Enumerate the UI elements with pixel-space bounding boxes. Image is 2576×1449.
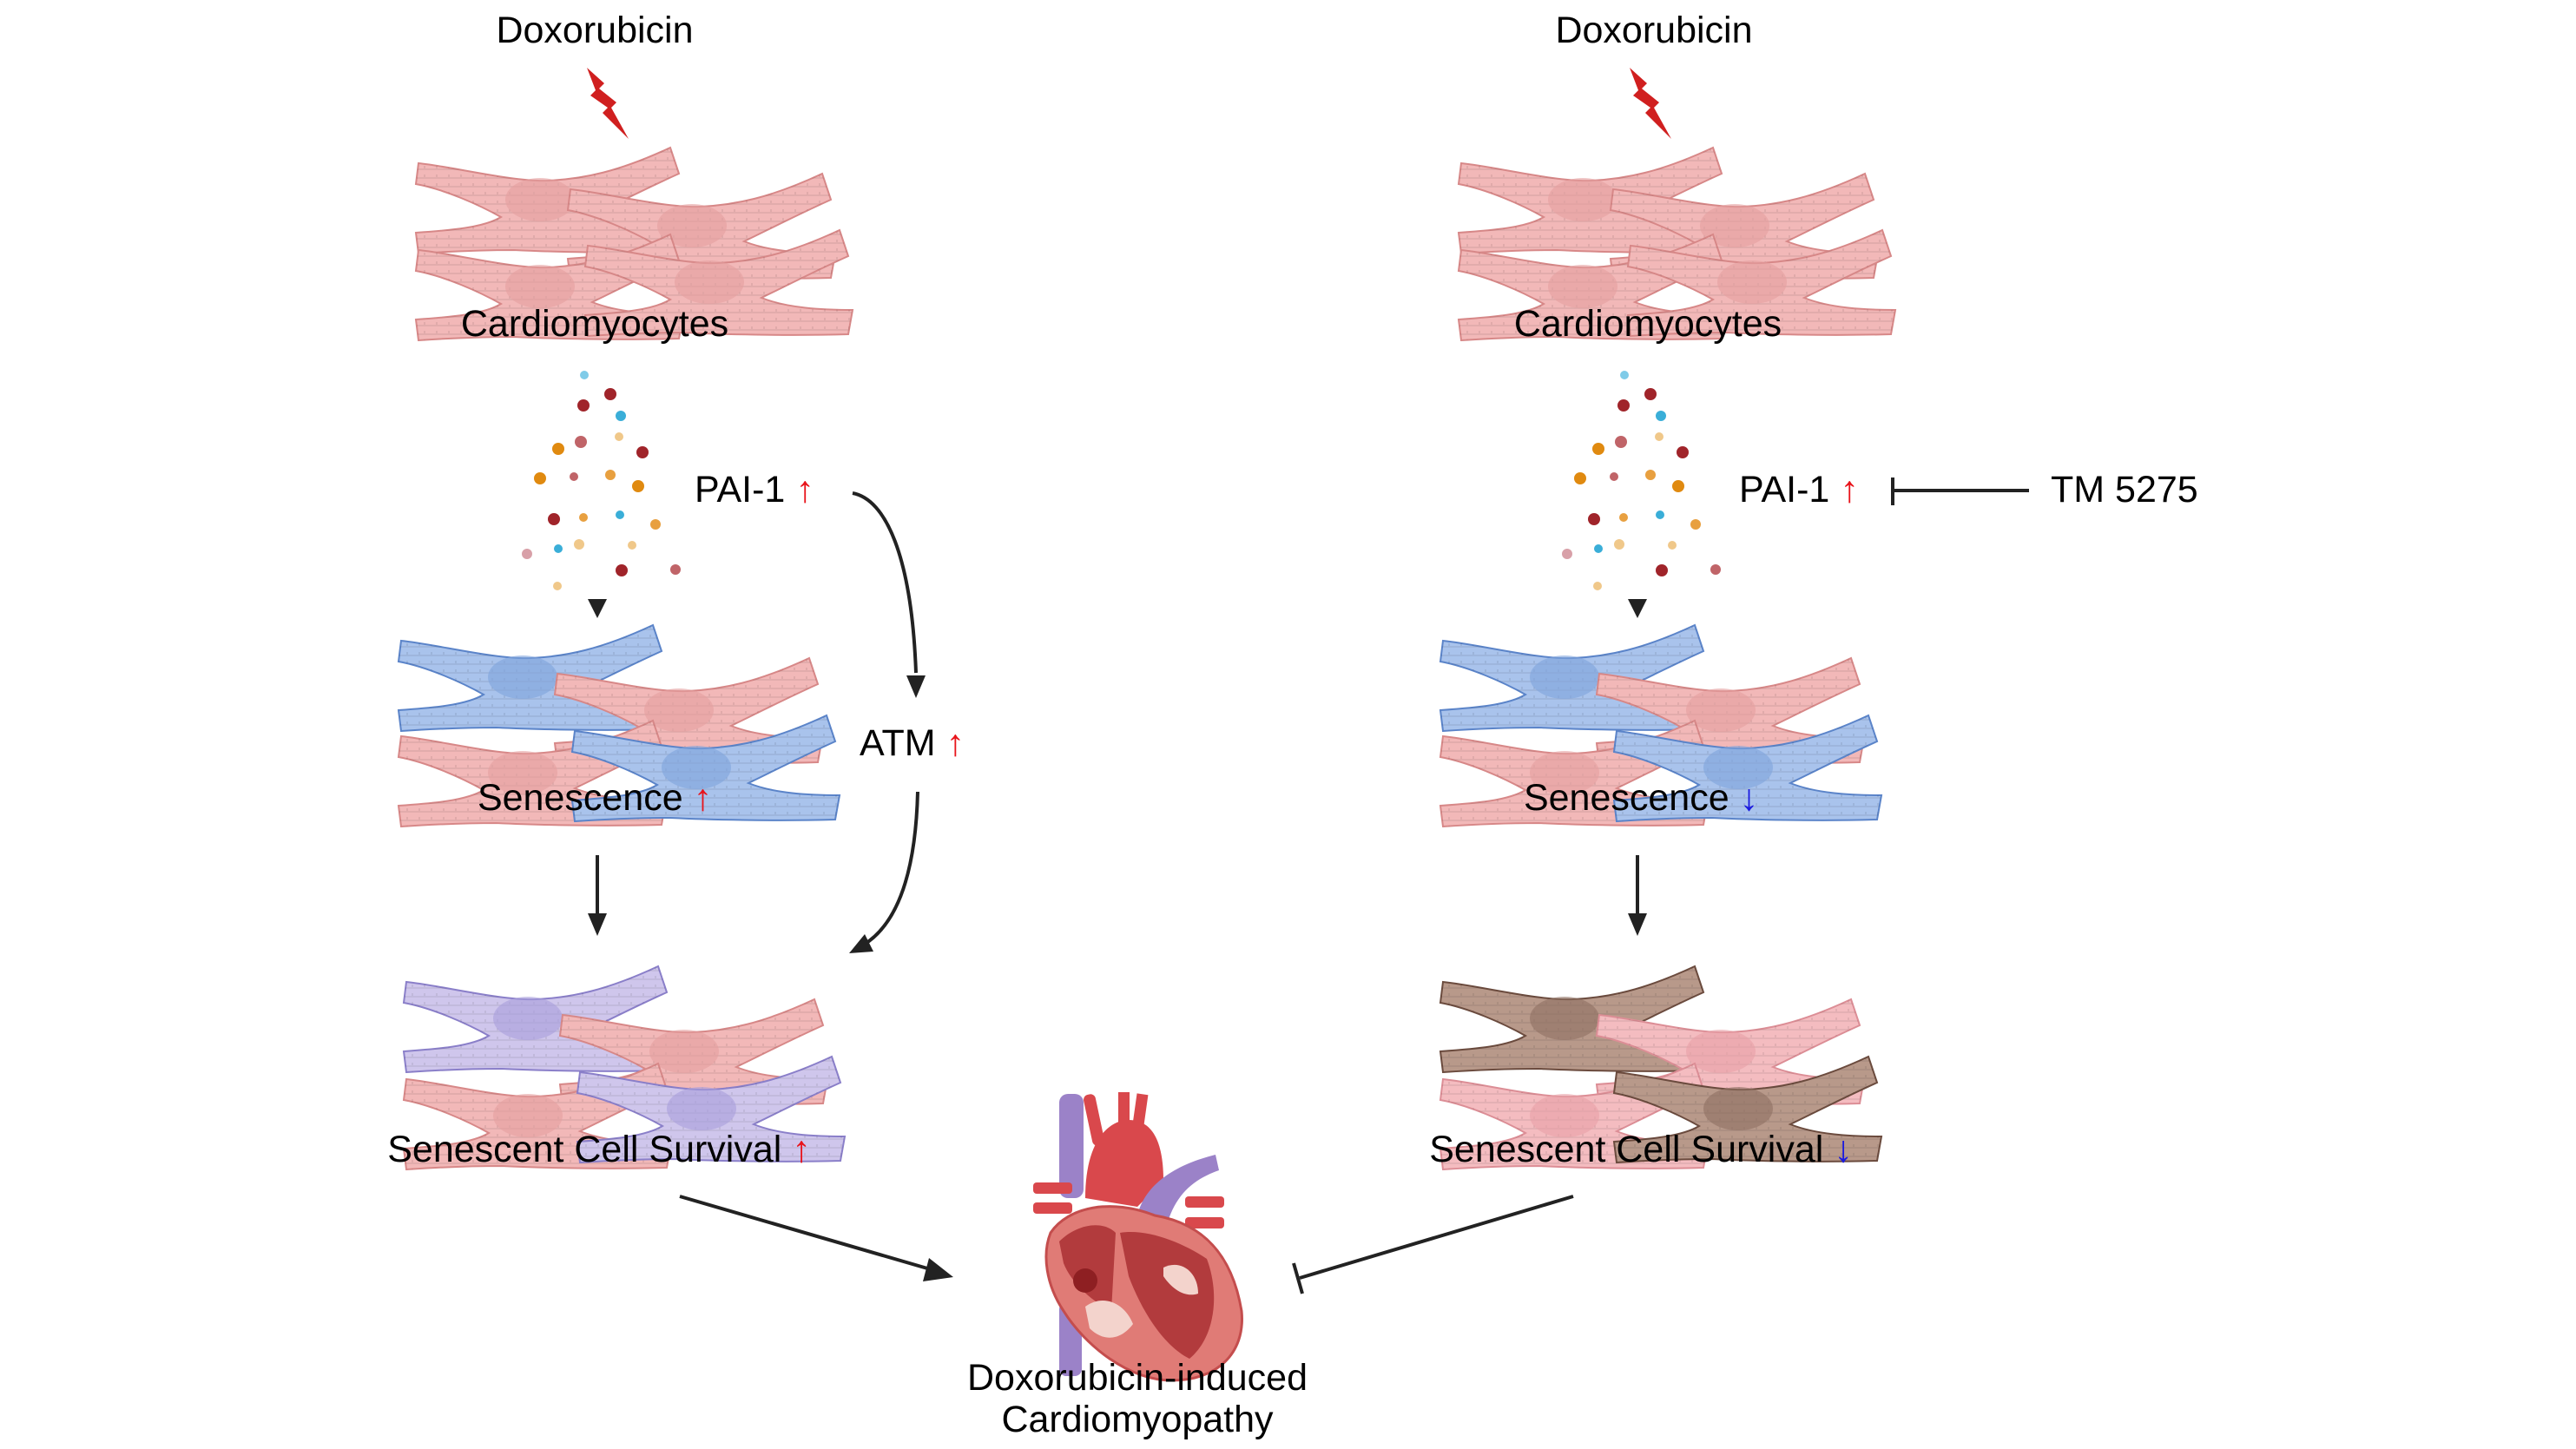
lightning-bolt-icon: [1630, 68, 1671, 139]
left-atm-label: ATM ↑: [860, 725, 965, 762]
senescence-text: Senescence: [1523, 777, 1729, 819]
surviving-senescent-cell-cluster-icon: [403, 965, 846, 1170]
senescent-cardiomyocyte-cluster-icon: [398, 624, 840, 827]
left-drug-label: Doxorubicin: [496, 10, 694, 51]
decrease-arrow-icon: ↓: [1739, 777, 1759, 819]
survival-to-cardiomyopathy-arrow: [679, 1195, 934, 1272]
increase-arrow-icon: ↑: [1840, 469, 1859, 510]
left-pai1-label: PAI-1 ↑: [695, 471, 814, 509]
pai1-to-atm-arrowhead: [906, 675, 926, 698]
heart-icon: [1033, 1092, 1243, 1382]
atm-text: ATM: [860, 722, 936, 764]
pai1-text: PAI-1: [1739, 469, 1830, 510]
outcome-label-line1: Doxorubicin-induced: [967, 1357, 1308, 1399]
right-cells-label: Cardiomyocytes: [1513, 303, 1782, 345]
outcome-label-line2: Cardiomyopathy: [1001, 1399, 1274, 1440]
left-cells-label: Cardiomyocytes: [460, 303, 729, 345]
atm-to-survival-arrow: [862, 791, 919, 946]
right-drug-label: Doxorubicin: [1555, 10, 1753, 51]
senescence-to-survival-arrowhead: [588, 913, 607, 936]
cardiomyocyte-cluster-icon: [415, 147, 853, 341]
secreted-factor-dots-icon: [1562, 371, 1721, 590]
left-senescence-label: Senescence ↑: [478, 780, 712, 817]
increase-arrow-icon: ↑: [792, 1129, 811, 1170]
right-pai1-label: PAI-1 ↑: [1739, 471, 1859, 509]
survival-text: Senescent Cell Survival: [387, 1129, 782, 1170]
senescent-cardiomyocyte-cluster-icon: [1440, 624, 1882, 827]
survival-text: Senescent Cell Survival: [1429, 1129, 1824, 1170]
left-survival-label: Senescent Cell Survival ↑: [387, 1131, 811, 1169]
secretion-arrowhead: [588, 599, 607, 618]
decrease-arrow-icon: ↓: [1834, 1129, 1853, 1170]
pai1-to-atm-arrow: [852, 491, 918, 674]
inhibitor-label: TM 5275: [2051, 469, 2198, 510]
dying-senescent-cell-cluster-icon: [1440, 965, 1882, 1170]
survival-to-cardiomyopathy-arrowhead: [923, 1258, 953, 1281]
secreted-factor-dots-icon: [522, 371, 681, 590]
survival-inhibits-cardiomyopathy-line: [1299, 1195, 1574, 1280]
increase-arrow-icon: ↑: [795, 469, 814, 510]
right-survival-label: Senescent Cell Survival ↓: [1429, 1131, 1853, 1169]
increase-arrow-icon: ↑: [945, 722, 965, 764]
cardiomyocyte-cluster-icon: [1458, 147, 1896, 341]
atm-to-survival-arrowhead: [849, 934, 873, 953]
pai1-text: PAI-1: [695, 469, 786, 510]
senescence-to-survival-arrowhead: [1628, 913, 1647, 936]
survival-inhibits-cardiomyopathy-bar: [1292, 1262, 1304, 1294]
increase-arrow-icon: ↑: [693, 777, 713, 819]
secretion-arrowhead: [1628, 599, 1647, 618]
senescence-text: Senescence: [477, 777, 683, 819]
lightning-bolt-icon: [587, 68, 629, 139]
right-senescence-label: Senescence ↓: [1524, 780, 1758, 817]
